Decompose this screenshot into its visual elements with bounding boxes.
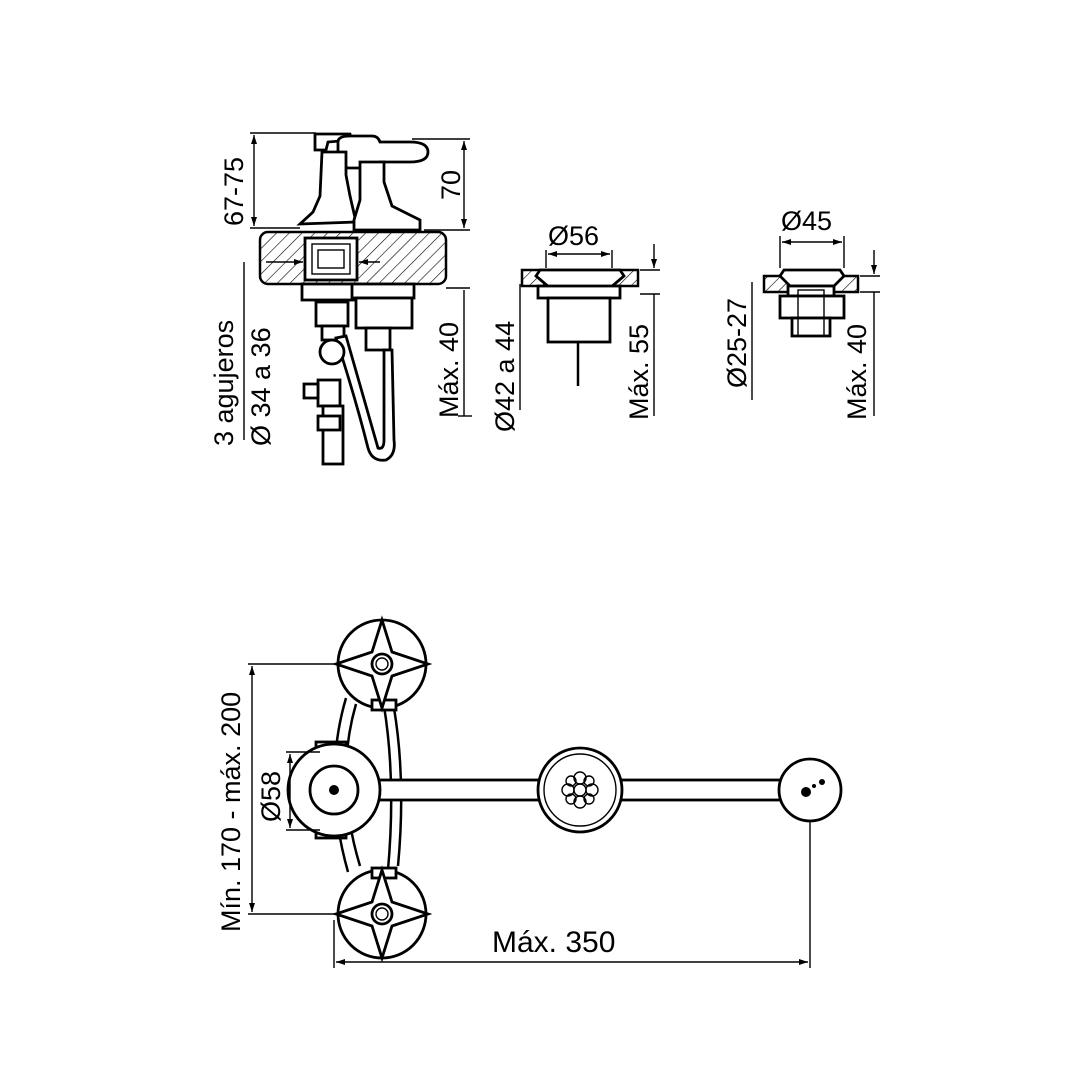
dim-holes-diameter: Ø 34 a 36	[246, 327, 276, 446]
right-drain	[777, 757, 843, 823]
spout-body	[286, 740, 382, 840]
drain-56-side-view	[519, 244, 660, 416]
upper-handle	[331, 615, 433, 713]
dim-diam-45: Ø45	[781, 206, 832, 236]
dim-height-range: 67-75	[219, 157, 249, 226]
dim-diam-25-27: Ø25-27	[722, 298, 752, 388]
dim-max-40-b: Máx. 40	[842, 324, 872, 420]
mixer-side-view	[243, 132, 472, 466]
dim-max-40-a: Máx. 40	[434, 322, 464, 418]
dim-diam-58: Ø58	[256, 771, 286, 822]
dim-height: 70	[436, 170, 466, 200]
dim-max-350: Máx. 350	[492, 926, 615, 959]
dim-diam-56: Ø56	[548, 221, 599, 251]
center-drain	[536, 746, 624, 834]
lower-handle	[331, 865, 433, 963]
dim-min-max-spacing: Mín. 170 - máx. 200	[216, 692, 246, 932]
top-view	[248, 615, 843, 968]
dim-max-55: Máx. 55	[624, 324, 654, 420]
drain-45-side-view	[751, 236, 880, 416]
dim-holes-count: 3 agujeros	[209, 320, 239, 446]
dim-diam-42-44: Ø42 a 44	[490, 321, 520, 432]
